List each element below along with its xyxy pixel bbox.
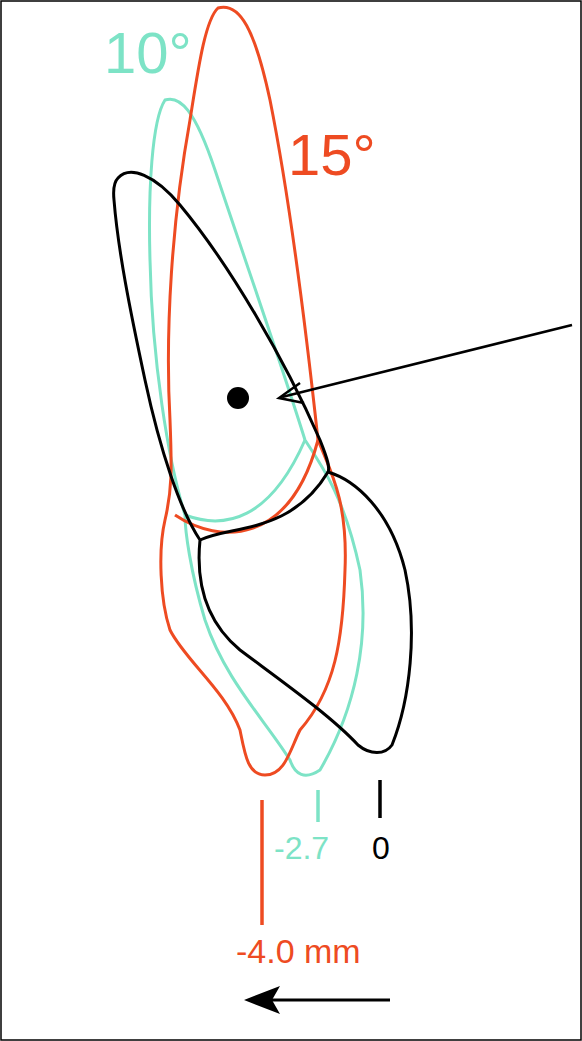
center-of-resistance [227,387,249,409]
force-arrow-line [282,325,572,397]
tick-black [378,780,382,818]
tooth-outline-0 [114,172,412,752]
tick-red [260,800,264,925]
displacement-label: -4.0 mm [236,934,361,968]
direction-arrow-head [244,986,280,1014]
cej-line-15 [175,440,318,532]
cej-line-0 [200,472,328,540]
angle-label: 10° [104,24,192,82]
displacement-label: 0 [372,832,390,864]
direction-arrow-line [262,999,390,1002]
cej-line-10 [185,440,305,521]
tick-cyan [316,790,320,822]
angle-label: 15° [288,126,376,184]
displacement-label: -2.7 [274,832,329,864]
force-arrow-head [279,383,304,403]
